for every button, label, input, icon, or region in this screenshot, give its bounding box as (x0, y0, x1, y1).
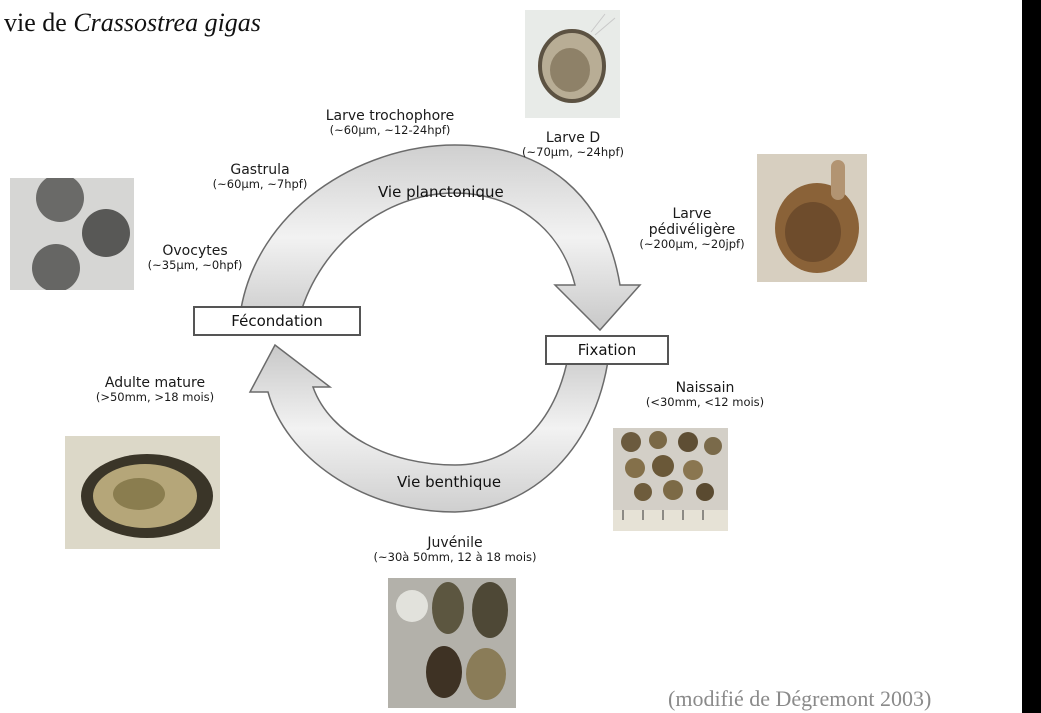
juvenile-image (396, 582, 508, 700)
fertilization-box: Fécondation (193, 306, 361, 336)
stage-size: (~60μm, ~12-24hpf) (329, 123, 451, 138)
stage-name: Gastrula (230, 162, 290, 178)
source-credit: (modifié de Dégremont 2003) (668, 686, 932, 711)
stage-size: (~70μm, ~24hpf) (522, 145, 624, 160)
stage-size: (<30mm, <12 mois) (645, 395, 765, 410)
settlement-box: Fixation (545, 335, 669, 365)
adult-oyster-image (81, 454, 213, 538)
planktonic-arc-arrow (239, 144, 642, 332)
adult-oyster-photo (65, 436, 220, 549)
stage-name: Naissain (675, 380, 735, 396)
stage-ovocytes: Ovocytes (~35μm, ~0hpf) (135, 243, 255, 272)
stage-name-line1: Larve (672, 206, 712, 222)
stage-size: (~30à 50mm, 12 à 18 mois) (373, 550, 537, 565)
stage-juvenile: Juvénile (~30à 50mm, 12 à 18 mois) (355, 535, 555, 564)
stage-name: Larve D (545, 130, 601, 146)
ovocytes-image (32, 178, 130, 290)
stage-name: Larve trochophore (325, 108, 455, 124)
stage-name: Juvénile (427, 535, 483, 551)
stage-name: Ovocytes (162, 243, 228, 259)
stage-larve-d: Larve D (~70μm, ~24hpf) (508, 130, 638, 159)
stage-name: Adulte mature (104, 375, 206, 391)
title-prefix: e vie de (0, 8, 67, 37)
ovocytes-photo (10, 178, 134, 290)
benthic-arc-arrow (248, 343, 611, 513)
stage-size: (>50mm, >18 mois) (95, 390, 215, 405)
larve-d-photo (525, 10, 620, 118)
pediveligere-photo (757, 154, 867, 282)
juvenile-photo (388, 578, 516, 708)
larve-d-image (538, 13, 616, 103)
naissain-photo (613, 428, 728, 531)
stage-size: (~200μm, ~20jpf) (639, 237, 745, 252)
planktonic-life-label: Vie planctonique (378, 183, 504, 201)
species-name: Crassostrea gigas (73, 8, 261, 37)
stage-size: (~60μm, ~7hpf) (212, 177, 308, 192)
right-border-bar (1022, 0, 1041, 713)
stage-pediveligere: Larve pédivéligère (~200μm, ~20jpf) (622, 206, 762, 251)
pediveligere-image (775, 160, 859, 273)
diagram-title: e vie de Crassostrea gigas (0, 8, 261, 38)
stage-gastrula: Gastrula (~60μm, ~7hpf) (200, 162, 320, 191)
naissain-image (613, 431, 728, 531)
stage-adulte: Adulte mature (>50mm, >18 mois) (80, 375, 230, 404)
stage-name-line2: pédivéligère (648, 222, 736, 239)
stage-trochophore: Larve trochophore (~60μm, ~12-24hpf) (310, 108, 470, 137)
benthic-life-label: Vie benthique (397, 473, 502, 491)
stage-naissain: Naissain (<30mm, <12 mois) (635, 380, 775, 409)
stage-size: (~35μm, ~0hpf) (147, 258, 243, 273)
